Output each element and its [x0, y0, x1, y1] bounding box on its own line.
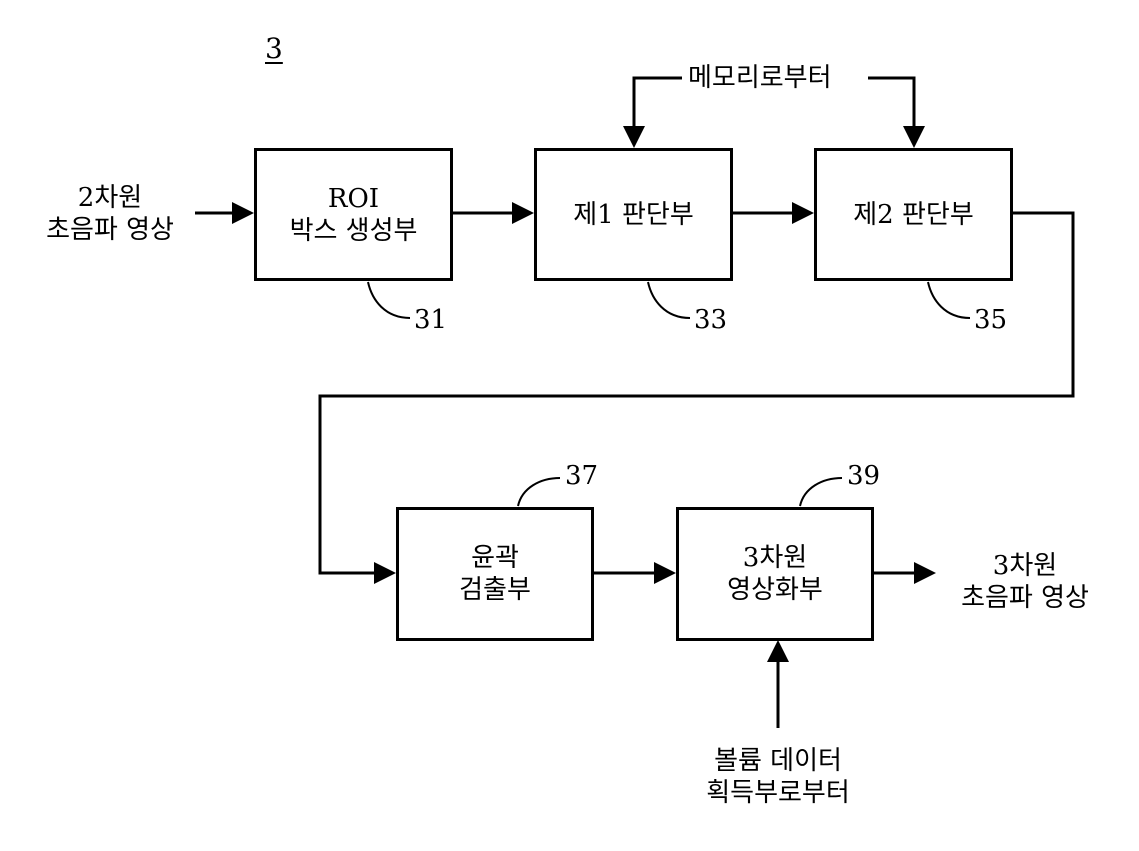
- input-2d-label: 2차원 초음파 영상: [20, 182, 200, 246]
- volume-data-label: 볼륨 데이터 획득부로부터: [680, 745, 876, 809]
- second-judge-line1: 제2 판단부: [853, 199, 974, 231]
- imaging-3d-block: 3차원 영상화부: [676, 507, 874, 641]
- ref-39: 39: [847, 461, 880, 491]
- arrowhead-memory-second: [903, 126, 925, 148]
- arrowhead-output: [914, 562, 936, 584]
- output-3d-line2: 초음파 영상: [935, 582, 1115, 614]
- roi-line2: 박스 생성부: [290, 215, 418, 247]
- roi-box-generator-block: ROI 박스 생성부: [254, 148, 453, 281]
- roi-line1: ROI: [328, 183, 379, 215]
- first-judge-line1: 제1 판단부: [573, 199, 694, 231]
- leader-37: [518, 478, 560, 506]
- ref-31: 31: [414, 305, 447, 335]
- output-3d-line1: 3차원: [935, 550, 1115, 582]
- memory-line-right: [868, 78, 914, 126]
- leader-33: [648, 282, 690, 318]
- ref-35: 35: [974, 305, 1007, 335]
- memory-router-label: 메모리로부터: [688, 62, 832, 94]
- arrowhead-volume: [767, 640, 789, 662]
- imaging-3d-line1: 3차원: [743, 542, 807, 574]
- volume-line2: 획득부로부터: [680, 777, 876, 809]
- contour-line2: 검출부: [459, 574, 531, 606]
- imaging-3d-line2: 영상화부: [727, 574, 823, 606]
- contour-line1: 윤곽: [471, 542, 519, 574]
- arrowhead-roi: [232, 202, 254, 224]
- leader-39: [800, 478, 842, 506]
- first-judge-block: 제1 판단부: [534, 148, 733, 281]
- ref-37: 37: [565, 461, 598, 491]
- second-judge-block: 제2 판단부: [814, 148, 1013, 281]
- input-2d-line2: 초음파 영상: [20, 214, 200, 246]
- arrowhead-contour: [374, 562, 396, 584]
- arrowhead-first: [512, 202, 534, 224]
- memory-line-left: [634, 78, 682, 126]
- volume-line1: 볼륨 데이터: [680, 745, 876, 777]
- arrowhead-memory-first: [623, 126, 645, 148]
- input-2d-line1: 2차원: [20, 182, 200, 214]
- contour-detector-block: 윤곽 검출부: [396, 507, 594, 641]
- ref-33: 33: [694, 305, 727, 335]
- arrowhead-imaging: [654, 562, 676, 584]
- output-3d-label: 3차원 초음파 영상: [935, 550, 1115, 614]
- leader-31: [368, 282, 410, 318]
- figure-number: 3: [265, 32, 283, 65]
- arrowhead-second: [792, 202, 814, 224]
- leader-35: [928, 282, 970, 318]
